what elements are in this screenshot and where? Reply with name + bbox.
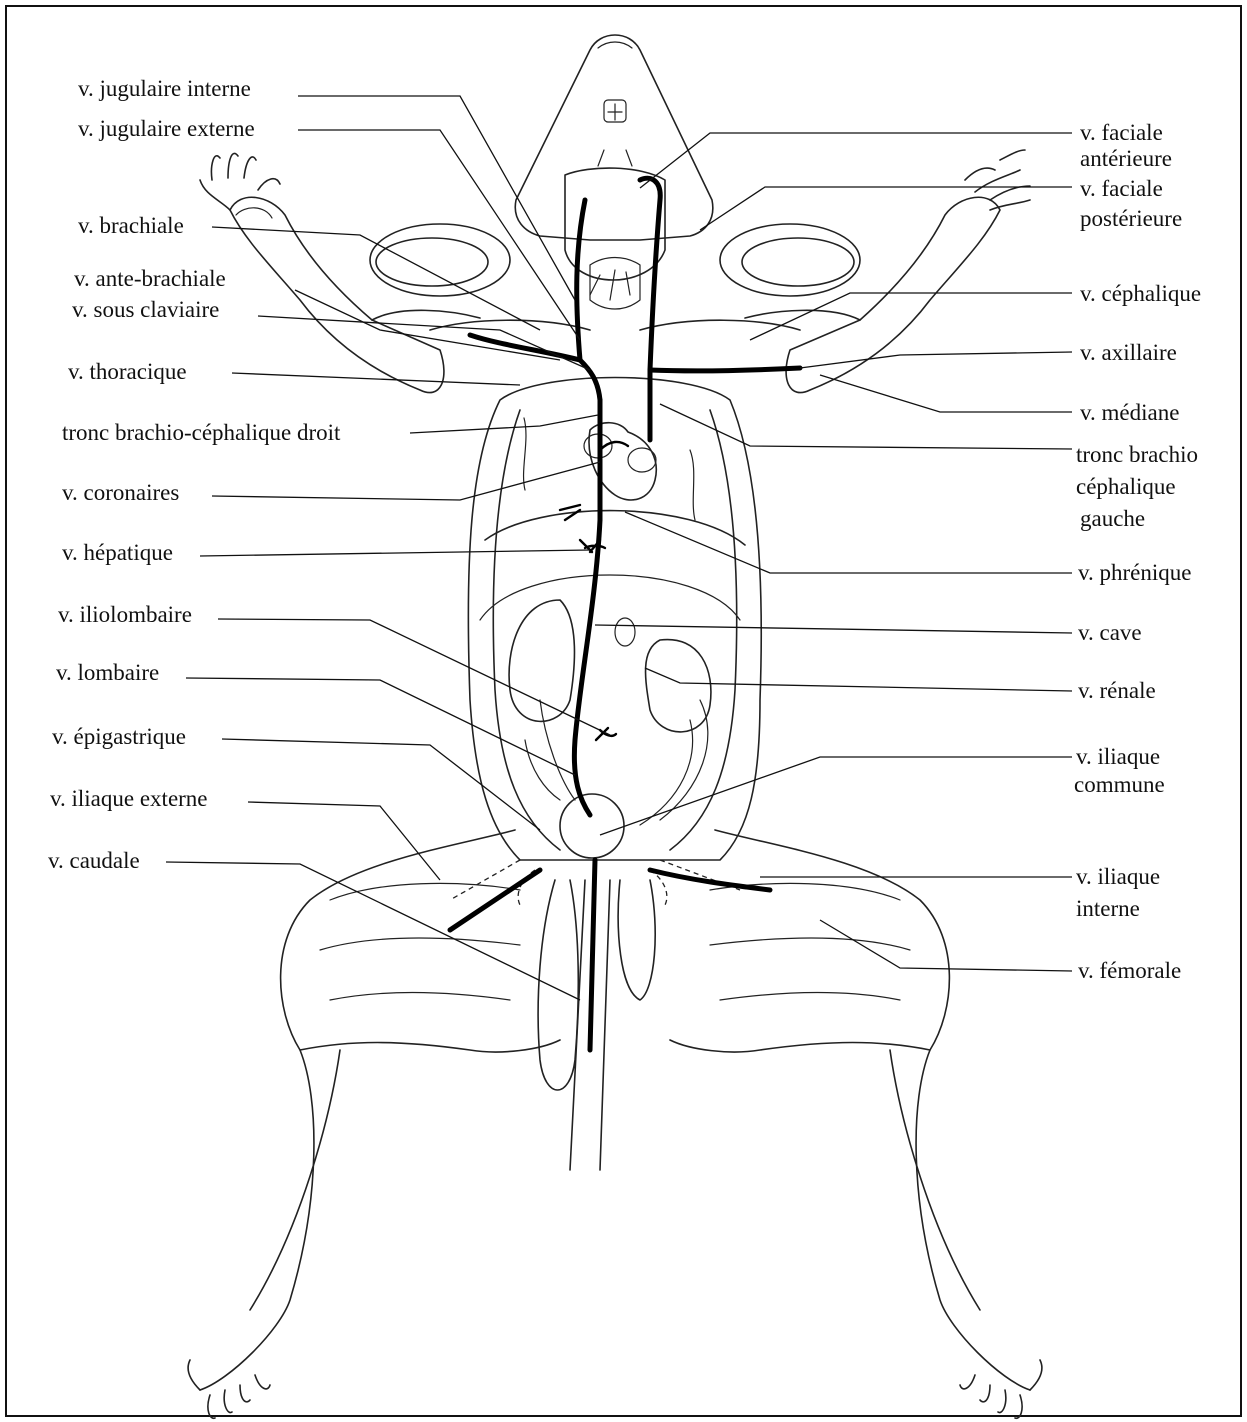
label-lombaire: v. lombaire [56,660,159,685]
labels-left: v. jugulaire interne v. jugulaire extern… [48,76,341,873]
label-epigastrique: v. épigastrique [52,724,186,749]
label-tronc-brachio-cephalique-gauche: tronc brachio céphalique gauche [1076,442,1204,531]
right-brachiocephalic-vein [580,360,600,400]
adrenal-gland [615,618,635,646]
label-iliaque-interne: v. iliaque interne [1076,864,1166,921]
label-iliaque-externe: v. iliaque externe [50,786,208,811]
kidney-right [646,640,711,732]
subclavian-vein-left [650,368,800,371]
paw-right [965,150,1030,210]
label-cephalique: v. céphalique [1080,281,1201,306]
ear-left-inner [376,238,488,286]
labels-right: v. faciale antérieure v. faciale postéri… [1074,120,1204,983]
label-hepatique: v. hépatique [62,540,173,565]
caudal-vein [590,860,595,1050]
body-outline [188,35,1042,1418]
venous-system [450,178,800,1050]
ear-right-inner [742,238,854,286]
hindleg-left [200,830,515,1390]
diaphragm [485,511,745,545]
jugular-vein-left [640,178,660,440]
label-iliaque-commune: v. iliaque commune [1074,744,1166,797]
label-faciale-posterieure: v. faciale postérieure [1080,176,1182,231]
bladder [560,794,624,858]
iliac-vein-left [450,870,540,930]
vena-cava-vein [574,400,600,815]
nose-tip [598,42,632,48]
hindleg-right [715,830,1030,1390]
torso-outline [468,378,761,861]
figure-frame [6,6,1241,1416]
label-sous-claviaire: v. sous claviaire [72,297,219,322]
label-axillaire: v. axillaire [1080,340,1177,365]
label-brachiale: v. brachiale [78,213,184,238]
label-thoracique: v. thoracique [68,359,187,384]
label-jugulaire-interne: v. jugulaire interne [78,76,251,101]
label-coronaires: v. coronaires [62,480,179,505]
label-femorale: v. fémorale [1078,958,1181,983]
label-iliolombaire: v. iliolombaire [58,602,192,627]
label-cave: v. cave [1078,620,1142,645]
label-renale: v. rénale [1078,678,1156,703]
label-caudale: v. caudale [48,848,140,873]
iliac-vein-right [650,870,770,890]
label-mediane: v. médiane [1080,400,1179,425]
kidney-left [509,600,574,721]
label-ante-brachiale: v. ante-brachiale [74,266,226,291]
head-outline [515,35,713,240]
label-tronc-brachio-cephalique-droit: tronc brachio-céphalique droit [62,420,341,445]
label-jugulaire-externe: v. jugulaire externe [78,116,255,141]
heart [584,423,656,500]
label-phrenique: v. phrénique [1078,560,1191,585]
label-faciale-anterieure: v. faciale antérieure [1080,120,1172,171]
